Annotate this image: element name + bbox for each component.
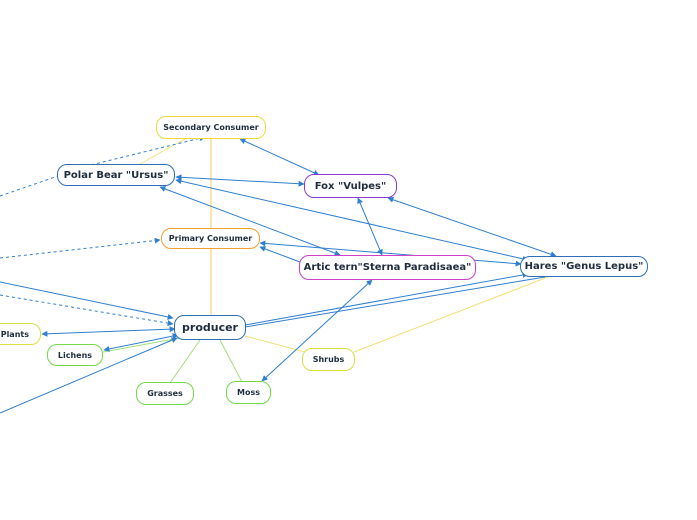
node-moss[interactable]: Moss — [226, 381, 271, 404]
arrow-tern-moss — [261, 279, 373, 382]
arrow-fox-hares — [387, 196, 557, 258]
dashed-link-polarbear — [0, 175, 59, 197]
connector-producer-lichens — [102, 337, 181, 353]
node-fox[interactable]: Fox "Vulpes" — [304, 174, 397, 198]
connector-secondary-polarbear — [139, 138, 186, 165]
node-grasses[interactable]: Grasses — [136, 382, 194, 405]
connector-producer-moss — [219, 339, 243, 383]
arrow-secondary-fox — [239, 138, 320, 176]
connector-hares-shrubs — [353, 276, 549, 353]
dashed-link-producer — [0, 294, 174, 327]
arrow-offcanvas-producer — [0, 281, 174, 320]
arrow-producer-plants — [41, 326, 176, 337]
arrow-primary-tern — [259, 246, 301, 263]
connector-producer-grasses — [169, 339, 201, 384]
node-artic-tern[interactable]: Artic tern"Sterna Paradisaea" — [299, 255, 476, 280]
node-primary-consumer[interactable]: Primary Consumer — [161, 228, 260, 249]
arrow-primary-hares — [259, 240, 522, 267]
node-lichens[interactable]: Lichens — [47, 344, 103, 366]
node-hares[interactable]: Hares "Genus Lepus" — [520, 256, 648, 277]
node-flowering-plants[interactable]: t Plants — [0, 323, 41, 345]
dashed-link-primary — [0, 237, 161, 259]
arrow-producer-lichens — [103, 333, 179, 352]
connector-producer-hares — [244, 276, 546, 328]
node-polar-bear[interactable]: Polar Bear "Ursus" — [57, 164, 175, 186]
node-producer[interactable]: producer — [174, 315, 246, 340]
arrow-producer-hares — [244, 272, 529, 326]
node-shrubs[interactable]: Shrubs — [302, 348, 355, 371]
arrow-polarbear-fox — [175, 174, 305, 187]
node-secondary-consumer[interactable]: Secondary Consumer — [156, 116, 266, 139]
